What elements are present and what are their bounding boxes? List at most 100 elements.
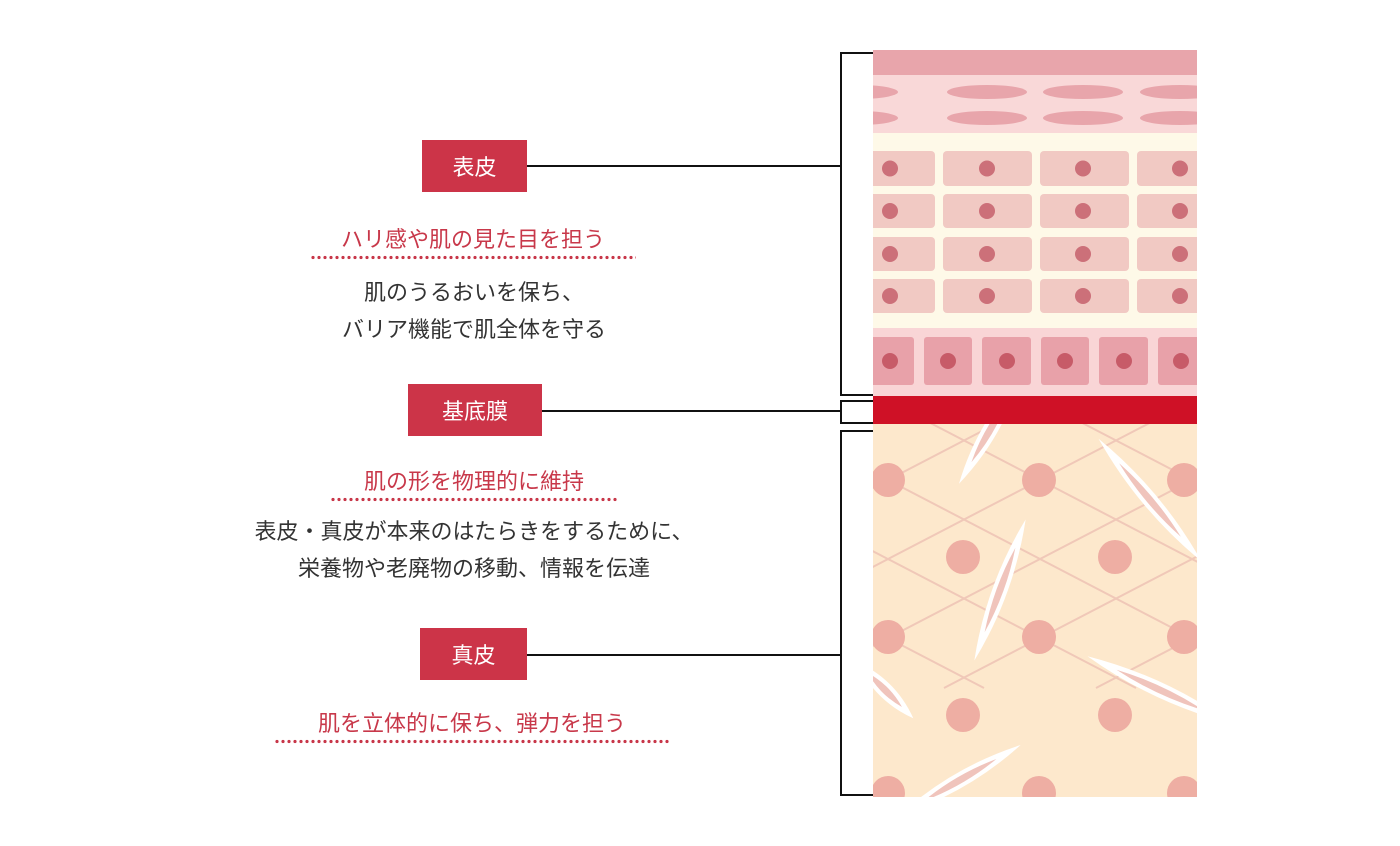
fibroblast-cell: [1098, 698, 1132, 732]
spinous-cell: [1137, 151, 1197, 186]
collagen-lattice-line: [0, 272, 528, 688]
cell-nucleus: [882, 288, 898, 304]
collagen-lattice-line: [0, 272, 680, 688]
connector-line-epidermis: [527, 165, 840, 167]
collagen-lattice-line: [0, 272, 376, 688]
fibroblast-cell: [1022, 776, 1056, 797]
description-line: 肌のうるおいを保ち、: [363, 281, 584, 306]
fiber-core: [1116, 669, 1197, 711]
fibroblast-cell: [873, 463, 905, 497]
basement-description: 表皮・真皮が本来のはたらきをするために、 栄養物や老廃物の移動、情報を伝達: [174, 514, 774, 588]
cell-nucleus: [940, 353, 956, 369]
granular-cell: [873, 111, 898, 125]
granular-cell: [1140, 111, 1197, 125]
cell-nucleus: [979, 288, 995, 304]
fibroblast-cell: [1022, 620, 1056, 654]
basement-heading: 肌の形を物理的に維持: [330, 464, 618, 502]
fibroblast-cell: [946, 698, 980, 732]
cell-nucleus: [1075, 203, 1091, 219]
dermis-layer: [0, 272, 1400, 797]
granular-cell: [1140, 85, 1197, 99]
fibroblast-cell: [946, 540, 980, 574]
epidermis-description: 肌のうるおいを保ち、 バリア機能で肌全体を守る: [274, 275, 674, 349]
collagen-lattice-line: [873, 550, 1137, 689]
epidermis-heading: ハリ感や肌の見た目を担う: [310, 222, 636, 260]
description-line: 表皮・真皮が本来のはたらきをするために、: [254, 520, 694, 545]
spinous-cell: [1137, 279, 1197, 313]
fiber-core: [971, 424, 1009, 463]
cell-nucleus: [1057, 353, 1073, 369]
fibroblast-cell: [1167, 776, 1197, 797]
spinous-cell: [1137, 237, 1197, 271]
label-basement-membrane: 基底膜: [408, 384, 542, 436]
stratum-corneum: [873, 50, 1197, 75]
cell-nucleus: [999, 353, 1015, 369]
cell-nucleus: [882, 160, 898, 177]
spinous-cell: [1137, 194, 1197, 228]
collagen-lattice-line: [184, 272, 984, 688]
granular-cell: [947, 85, 1027, 99]
spinous-cell: [873, 151, 935, 186]
granular-cell: [1043, 111, 1123, 125]
dermis-heading: 肌を立体的に保ち、弾力を担う: [274, 706, 670, 744]
fiber-core: [923, 759, 997, 797]
cell-nucleus: [1075, 288, 1091, 304]
fiber-core: [984, 547, 1016, 633]
cell-nucleus: [882, 353, 898, 369]
bracket-dermis: [840, 430, 874, 796]
collagen-lattice-line: [0, 272, 680, 688]
elastic-fiber: [873, 661, 914, 719]
fiber-core: [1119, 463, 1181, 537]
fibroblast-cell: [1022, 463, 1056, 497]
collagen-lattice-line: [1248, 272, 1400, 688]
cell-nucleus: [882, 203, 898, 219]
elastic-fiber: [974, 519, 1026, 661]
connector-line-basement: [542, 410, 840, 412]
fiber-core: [873, 673, 902, 707]
collagen-lattice-line: [873, 629, 985, 689]
cell-nucleus: [1172, 160, 1188, 177]
spinous-cell: [873, 194, 935, 228]
spinous-cell: [873, 237, 935, 271]
granular-cell: [1043, 85, 1123, 99]
collagen-lattice-line: [32, 272, 832, 688]
label-epidermis: 表皮: [422, 140, 527, 192]
cell-nucleus: [979, 203, 995, 219]
elastic-fiber: [1087, 656, 1197, 724]
granular-layer: [873, 75, 1197, 133]
cell-nucleus: [1172, 203, 1188, 219]
fibroblast-cell: [873, 776, 905, 797]
collagen-lattice-line: [0, 272, 528, 688]
cell-nucleus: [1173, 353, 1189, 369]
cell-nucleus: [1172, 246, 1188, 262]
spinous-cell: [873, 279, 935, 313]
cell-nucleus: [979, 160, 995, 177]
elastic-fiber: [899, 745, 1021, 797]
epidermis-layer: [873, 50, 1197, 396]
cell-nucleus: [1116, 353, 1132, 369]
cell-nucleus: [1075, 246, 1091, 262]
fibroblast-cell: [873, 620, 905, 654]
basement-membrane-band: [873, 396, 1197, 424]
fibroblast-cell: [1167, 620, 1197, 654]
bracket-basement: [840, 400, 874, 424]
connector-line-dermis: [527, 654, 840, 656]
description-line: バリア機能で肌全体を守る: [341, 318, 606, 343]
fibroblast-cell: [1167, 463, 1197, 497]
cell-nucleus: [1075, 160, 1091, 177]
cell-nucleus: [1172, 288, 1188, 304]
elastic-fiber: [959, 424, 1021, 484]
description-line: 栄養物や老廃物の移動、情報を伝達: [297, 557, 650, 582]
cell-nucleus: [979, 246, 995, 262]
collagen-lattice-line: [1248, 272, 1400, 688]
cell-nucleus: [882, 246, 898, 262]
collagen-lattice-line: [0, 272, 376, 688]
basal-layer: [873, 328, 1197, 396]
elastic-fiber: [1098, 438, 1197, 562]
granular-cell: [947, 111, 1027, 125]
collagen-lattice-line: [32, 272, 832, 688]
fibroblast-cell: [1098, 540, 1132, 574]
granular-cell: [873, 85, 898, 99]
bracket-epidermis: [840, 52, 874, 396]
